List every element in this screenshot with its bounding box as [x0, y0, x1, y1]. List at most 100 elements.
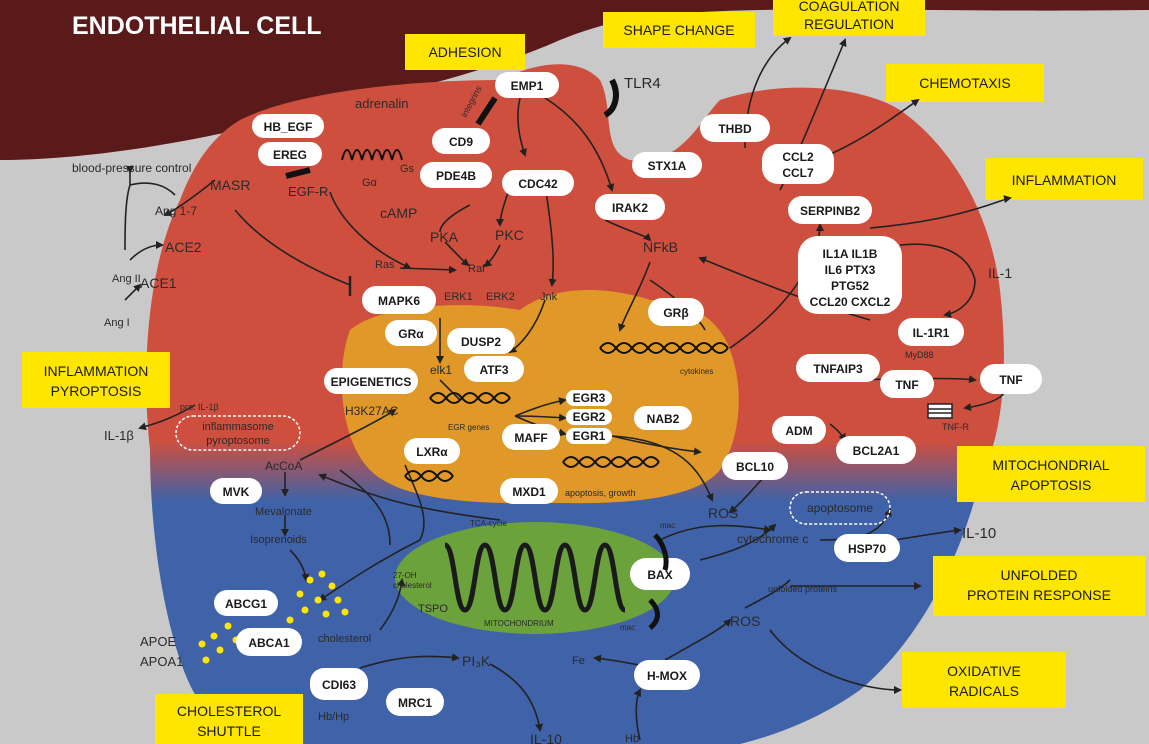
svg-text:APOPTOSIS: APOPTOSIS	[1011, 477, 1092, 493]
svg-text:MyD88: MyD88	[905, 350, 934, 360]
svg-text:ABCG1: ABCG1	[225, 597, 267, 611]
svg-text:mac: mac	[660, 521, 675, 530]
svg-text:IL-1: IL-1	[988, 265, 1012, 281]
tlr4-receptor-mark	[603, 78, 619, 118]
svg-text:pyroptosome: pyroptosome	[206, 435, 270, 447]
svg-text:PKA: PKA	[430, 229, 459, 245]
svg-text:INFLAMMATION: INFLAMMATION	[1012, 172, 1117, 188]
svg-text:Ang 1-7: Ang 1-7	[155, 204, 197, 218]
svg-text:ATF3: ATF3	[479, 363, 508, 377]
protein-mxd1: MXD1	[500, 478, 558, 504]
svg-text:CDC42: CDC42	[518, 177, 558, 191]
svg-text:blood-pressure control: blood-pressure control	[72, 161, 191, 175]
svg-text:Ang I: Ang I	[104, 317, 130, 329]
protein-irak2: IRAK2	[595, 194, 665, 220]
svg-text:CHOLESTEROL: CHOLESTEROL	[177, 703, 281, 719]
svg-text:TNF-R: TNF-R	[942, 422, 969, 432]
protein-atf3: ATF3	[464, 356, 524, 382]
svg-text:TNF: TNF	[895, 378, 918, 392]
svg-text:HB_EGF: HB_EGF	[264, 120, 313, 134]
protein-lxra: LXRα	[404, 438, 460, 464]
svg-text:MITOCHONDRIUM: MITOCHONDRIUM	[484, 619, 554, 628]
svg-text:SERPINB2: SERPINB2	[800, 204, 860, 218]
outer-membrane-region	[0, 0, 1149, 160]
svg-text:EPIGENETICS: EPIGENETICS	[331, 375, 412, 389]
svg-text:ADHESION: ADHESION	[428, 44, 501, 60]
diagram-title: ENDOTHELIAL CELL	[72, 12, 322, 40]
svg-text:ROS: ROS	[708, 505, 738, 521]
svg-text:ABCA1: ABCA1	[248, 636, 290, 650]
svg-text:ERK2: ERK2	[486, 291, 515, 303]
svg-text:EGR genes: EGR genes	[448, 423, 489, 432]
svg-text:BCL2A1: BCL2A1	[853, 444, 900, 458]
protein-emp1: EMP1	[495, 72, 559, 98]
svg-text:ACE2: ACE2	[165, 239, 202, 255]
mito-mac-channel-top	[653, 533, 669, 571]
svg-text:SHUTTLE: SHUTTLE	[197, 723, 261, 739]
svg-text:Hb: Hb	[625, 733, 639, 744]
svg-text:MAPK6: MAPK6	[378, 294, 420, 308]
protein-mvk: MVK	[210, 478, 262, 504]
protein-egr2: EGR2	[566, 409, 612, 425]
svg-text:GRα: GRα	[398, 327, 424, 341]
svg-text:H-MOX: H-MOX	[647, 669, 687, 683]
svg-text:EGR1: EGR1	[573, 429, 606, 443]
protein-abca1: ABCA1	[236, 628, 302, 656]
mitochondrial-cristae	[443, 542, 627, 613]
protein-cd163: CDI63	[310, 668, 368, 700]
svg-text:IL-10: IL-10	[962, 525, 996, 542]
protein-egr1: EGR1	[566, 428, 612, 444]
svg-text:TLR4: TLR4	[624, 75, 661, 92]
svg-text:unfolded proteins: unfolded proteins	[768, 584, 838, 594]
svg-text:MITOCHONDRIAL: MITOCHONDRIAL	[992, 457, 1109, 473]
svg-text:NFkB: NFkB	[643, 239, 678, 255]
protein-mrc1: MRC1	[386, 688, 444, 716]
svg-text:EGR3: EGR3	[573, 391, 606, 405]
protein-cd9: CD9	[432, 128, 490, 154]
svg-text:TSPO: TSPO	[418, 603, 448, 615]
svg-text:Gα: Gα	[362, 177, 378, 189]
svg-text:IL1A IL1B: IL1A IL1B	[823, 247, 878, 261]
svg-text:RADICALS: RADICALS	[949, 683, 1019, 699]
svg-text:Isoprenoids: Isoprenoids	[250, 534, 307, 546]
svg-text:NAB2: NAB2	[647, 412, 680, 426]
svg-text:UNFOLDED: UNFOLDED	[1000, 567, 1077, 583]
svg-text:PKC: PKC	[495, 227, 524, 243]
svg-text:TCA-cycle: TCA-cycle	[470, 519, 507, 528]
svg-text:CHEMOTAXIS: CHEMOTAXIS	[919, 75, 1011, 91]
svg-text:MVK: MVK	[223, 485, 250, 499]
svg-text:Raf: Raf	[468, 263, 486, 275]
svg-text:PROTEIN RESPONSE: PROTEIN RESPONSE	[967, 587, 1111, 603]
protein-mapk6: MAPK6	[362, 286, 436, 314]
svg-text:H3K27AC: H3K27AC	[345, 404, 399, 418]
svg-text:Mevalonate: Mevalonate	[255, 506, 312, 518]
protein-thbd: THBD	[700, 114, 770, 142]
gpcr-coil	[341, 149, 403, 161]
svg-text:APOA1: APOA1	[140, 654, 183, 669]
svg-text:MRC1: MRC1	[398, 696, 432, 710]
protein-dusp2: DUSP2	[447, 328, 515, 354]
svg-text:EGF-R: EGF-R	[288, 184, 328, 199]
inflammasome-pyroptosome: inflammasome pyroptosome	[175, 415, 301, 451]
protein-pde4b: PDE4B	[420, 162, 492, 188]
protein-nab2: NAB2	[634, 406, 692, 430]
svg-text:IL6 PTX3: IL6 PTX3	[825, 263, 876, 277]
svg-text:COAGULATION: COAGULATION	[799, 0, 900, 14]
svg-text:MXD1: MXD1	[512, 485, 546, 499]
svg-text:TNF: TNF	[999, 373, 1022, 387]
category-unfolded-protein-response: UNFOLDED PROTEIN RESPONSE	[933, 556, 1145, 616]
category-inflammation: INFLAMMATION	[985, 158, 1143, 200]
svg-text:EREG: EREG	[273, 148, 307, 162]
protein-maff: MAFF	[502, 424, 560, 450]
protein-adm: ADM	[772, 416, 826, 444]
dna-segments	[404, 342, 729, 482]
svg-text:LXRα: LXRα	[416, 445, 448, 459]
protein-epigenetics: EPIGENETICS	[324, 368, 418, 394]
svg-text:IL-1β: IL-1β	[104, 428, 134, 443]
svg-text:mac: mac	[620, 623, 635, 632]
svg-text:HSP70: HSP70	[848, 542, 886, 556]
svg-text:DUSP2: DUSP2	[461, 335, 501, 349]
svg-text:Jnk: Jnk	[540, 291, 558, 303]
